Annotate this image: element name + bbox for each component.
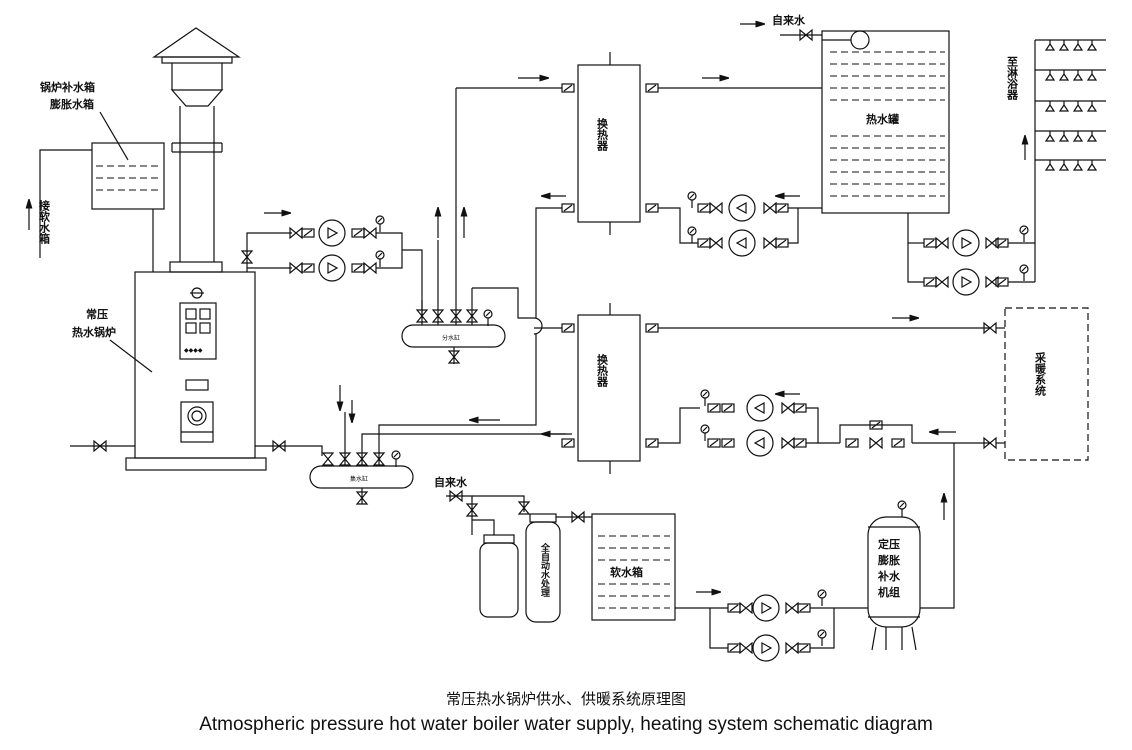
boiler-makeup-expansion-tank (39, 142, 165, 272)
pressure-unit-label-line1: 定压 (878, 537, 900, 551)
city-water-label-top: 自来水 (772, 13, 806, 27)
return-header: 集水缸 (309, 342, 566, 505)
schematic-diagram: ◆◆◆◆ 常压 热水锅炉 锅炉补水箱 膨胀水箱 接软水箱 (0, 13, 1106, 662)
shower-heads (1035, 39, 1106, 171)
soft-water-tank-label: 软水箱 (610, 565, 643, 579)
heat-exchanger-1-label: 换热器 (596, 117, 610, 152)
heating-system-label: 采暖系统 (1034, 351, 1048, 397)
pressure-unit-label-line2: 膨胀 (877, 553, 900, 567)
to-soft-tank-label: 接软水箱 (38, 199, 51, 245)
pressure-unit-label-line3: 补水 (877, 569, 901, 583)
caption-english: Atmospheric pressure hot water boiler wa… (199, 714, 933, 735)
city-water-label-bottom: 自来水 (434, 475, 468, 489)
heat-exchanger-1 (561, 52, 659, 235)
pressure-unit-label-line4: 机组 (878, 585, 900, 599)
boiler-label-line2: 热水锅炉 (72, 325, 116, 339)
boiler-label-line1: 常压 (86, 307, 108, 321)
svg-text:◆◆◆◆: ◆◆◆◆ (184, 347, 203, 354)
heating-circulation-pumps (658, 389, 840, 457)
makeup-tank-label-line1: 锅炉补水箱 (40, 80, 95, 94)
hot-water-circulation-pumps (658, 191, 822, 257)
heat-exchanger-2 (561, 303, 659, 474)
pressure-expansion-unit (867, 443, 955, 651)
heat-exchanger-2-label: 换热器 (596, 353, 610, 388)
to-shower-label: 至淋浴器 (1006, 56, 1020, 101)
soft-water-tank (591, 513, 676, 621)
return-bypass (839, 420, 1005, 449)
svg-text:分水缸: 分水缸 (442, 334, 460, 342)
hot-water-tank-label: 热水罐 (866, 112, 899, 126)
makeup-tank-label-line2: 膨胀水箱 (49, 97, 94, 111)
makeup-pumps (675, 589, 868, 662)
svg-text:集水缸: 集水缸 (350, 475, 368, 483)
chimney (152, 27, 241, 262)
water-treatment-label: 全自动水处理 (539, 542, 551, 597)
caption-chinese: 常压热水锅炉供水、供暖系统原理图 (445, 690, 686, 708)
supply-header: 分水缸 (401, 87, 562, 364)
atmospheric-boiler: ◆◆◆◆ (125, 261, 267, 471)
water-treatment-unit (446, 490, 592, 623)
boiler-circulation-pumps (241, 215, 423, 318)
heating-system-box (1004, 307, 1089, 461)
hot-water-tank (780, 29, 950, 214)
shower-supply-pumps (907, 40, 1036, 296)
